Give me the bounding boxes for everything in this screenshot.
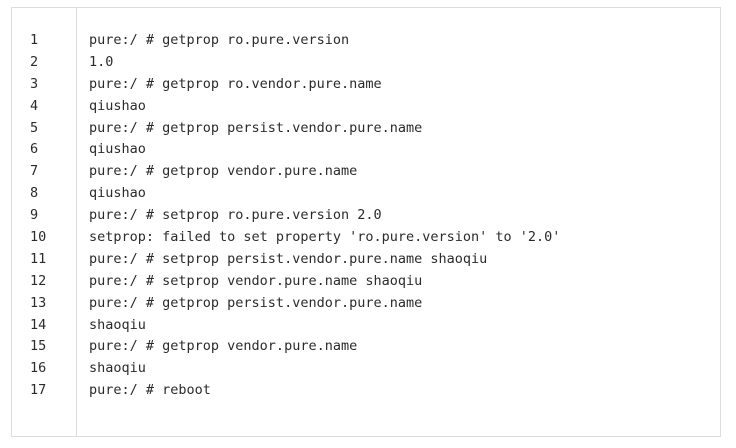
line-number: 14 [30,316,47,333]
line-number: 3 [30,75,39,92]
code-line: 1.0 [89,53,114,70]
line-number: 9 [30,207,39,224]
code-line: shaoqiu [89,360,146,377]
code-line: qiushao [89,97,146,114]
line-number: 13 [30,294,47,311]
line-number: 6 [30,141,39,158]
line-number: 2 [30,53,39,70]
code-line: pure:/ # getprop vendor.pure.name [89,163,358,180]
code-line: pure:/ # getprop persist.vendor.pure.nam… [89,294,423,311]
code-line: pure:/ # getprop ro.pure.version [89,32,350,48]
code-line: pure:/ # setprop ro.pure.version 2.0 [89,207,382,224]
code-line: qiushao [89,185,146,202]
code-line: setprop: failed to set property 'ro.pure… [89,229,561,246]
line-number: 17 [30,382,47,399]
line-number: 10 [30,229,47,246]
line-number: 11 [30,250,47,267]
line-number: 15 [30,338,47,355]
code-line: pure:/ # setprop vendor.pure.name shaoqi… [89,272,423,289]
code-content-area[interactable]: pure:/ # getprop ro.pure.version 1.0 pure:… [77,8,720,436]
code-line: pure:/ # getprop ro.vendor.pure.name [89,75,382,92]
line-number: 7 [30,163,39,180]
code-line: pure:/ # getprop persist.vendor.pure.nam… [89,119,423,136]
line-number: 8 [30,185,39,202]
code-line: pure:/ # reboot [89,382,211,399]
line-number: 5 [30,119,39,136]
line-number: 12 [30,272,47,289]
line-number: 16 [30,360,47,377]
code-line: pure:/ # getprop vendor.pure.name [89,338,358,355]
code-line: qiushao [89,141,146,158]
code-line: pure:/ # setprop persist.vendor.pure.nam… [89,250,488,267]
code-line: shaoqiu [89,316,146,333]
line-number: 1 [30,32,39,48]
line-number: 4 [30,97,39,114]
